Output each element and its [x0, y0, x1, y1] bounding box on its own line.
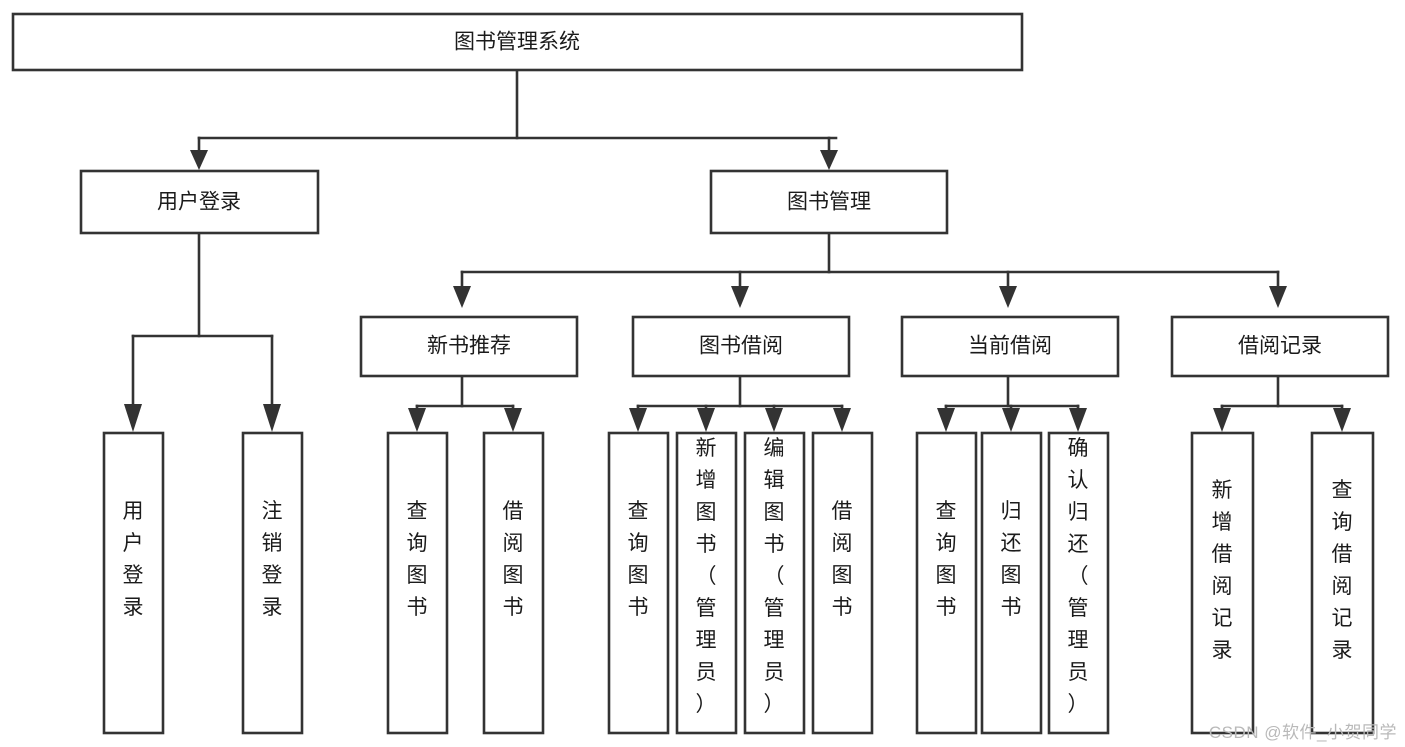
node-book-borrow-box[interactable]: [631, 315, 851, 378]
node-leaf-user-login[interactable]: 用户登录: [102, 431, 165, 735]
arrow-leaf-query-record: [1333, 408, 1351, 432]
node-leaf-borrow-book-1-label: 借阅图书: [503, 500, 524, 619]
node-leaf-query-record[interactable]: 查询借阅记录: [1310, 431, 1375, 735]
node-user-login[interactable]: 用户登录: [79, 169, 320, 235]
node-leaf-add-record-label: 新增借阅记录: [1212, 479, 1233, 662]
node-leaf-confirm-return-label: 确认归还（管理员）: [1068, 437, 1089, 716]
arrow-leaf-confirm-return: [1069, 408, 1087, 432]
node-leaf-add-book-box[interactable]: [675, 431, 738, 735]
node-leaf-borrow-book-2[interactable]: 借阅图书: [811, 431, 874, 735]
node-leaf-query-book-2-label: 查询图书: [628, 500, 649, 619]
arrow-leaf-user-login: [124, 404, 142, 432]
node-leaf-borrow-book-2-box[interactable]: [811, 431, 874, 735]
node-leaf-confirm-return[interactable]: 确认归还（管理员）: [1047, 431, 1110, 735]
node-root-label: 图书管理系统: [454, 31, 580, 54]
node-user-login-label: 用户登录: [157, 191, 241, 214]
node-book-manage-box[interactable]: [709, 169, 949, 235]
arrow-leaf-borrow-book-2: [833, 408, 851, 432]
arrow-leaf-user-logout: [263, 404, 281, 432]
arrow-leaf-add-book: [697, 408, 715, 432]
node-new-book-rec-box[interactable]: [359, 315, 579, 378]
node-leaf-add-book-label: 新增图书（管理员）: [696, 437, 717, 716]
node-new-book-rec-label: 新书推荐: [427, 335, 511, 358]
node-leaf-add-record-box[interactable]: [1190, 431, 1255, 735]
arrow-current-borrow: [999, 286, 1017, 308]
node-leaf-query-book-1-label: 查询图书: [407, 500, 428, 619]
node-book-manage[interactable]: 图书管理: [709, 169, 949, 235]
node-current-borrow[interactable]: 当前借阅: [900, 315, 1120, 378]
node-leaf-add-record[interactable]: 新增借阅记录: [1190, 431, 1255, 735]
node-leaf-query-book-3[interactable]: 查询图书: [915, 431, 978, 735]
csdn-watermark: CSDN @软件_小贺同学: [1208, 723, 1397, 742]
node-root-box[interactable]: [11, 12, 1024, 72]
node-leaf-borrow-book-2-label: 借阅图书: [832, 500, 853, 619]
node-leaf-query-record-box[interactable]: [1310, 431, 1375, 735]
node-borrow-record-box[interactable]: [1170, 315, 1390, 378]
node-leaf-query-book-2-box[interactable]: [607, 431, 670, 735]
arrow-new-book-rec: [453, 286, 471, 308]
connector-layer: [124, 68, 1351, 432]
node-leaf-query-book-1[interactable]: 查询图书: [386, 431, 449, 735]
node-leaf-user-logout[interactable]: 注销登录: [241, 431, 304, 735]
arrow-user-login: [190, 150, 208, 170]
arrow-borrow-record: [1269, 286, 1287, 308]
node-leaf-edit-book-box[interactable]: [743, 431, 806, 735]
arrow-leaf-query-book-1: [408, 408, 426, 432]
node-leaf-edit-book[interactable]: 编辑图书（管理员）: [743, 431, 806, 735]
node-leaf-edit-book-label: 编辑图书（管理员）: [764, 437, 785, 716]
node-book-borrow[interactable]: 图书借阅: [631, 315, 851, 378]
node-user-login-box[interactable]: [79, 169, 320, 235]
arrow-leaf-add-record: [1213, 408, 1231, 432]
arrow-leaf-query-book-2: [629, 408, 647, 432]
node-leaf-borrow-book-1[interactable]: 借阅图书: [482, 431, 545, 735]
arrow-book-manage: [820, 150, 838, 170]
node-leaf-user-logout-label: 注销登录: [262, 500, 283, 619]
node-leaf-return-book[interactable]: 归还图书: [980, 431, 1043, 735]
node-leaf-add-book[interactable]: 新增图书（管理员）: [675, 431, 738, 735]
node-book-borrow-label: 图书借阅: [699, 335, 783, 358]
arrow-leaf-query-book-3: [937, 408, 955, 432]
node-borrow-record[interactable]: 借阅记录: [1170, 315, 1390, 378]
node-leaf-query-book-1-box[interactable]: [386, 431, 449, 735]
arrow-book-borrow: [731, 286, 749, 308]
node-leaf-query-book-3-label: 查询图书: [936, 500, 957, 619]
arrow-leaf-edit-book: [765, 408, 783, 432]
node-book-manage-label: 图书管理: [787, 191, 871, 214]
node-leaf-user-login-label: 用户登录: [123, 500, 144, 619]
arrow-leaf-return-book: [1002, 408, 1020, 432]
node-leaf-query-book-2[interactable]: 查询图书: [607, 431, 670, 735]
node-leaf-query-book-3-box[interactable]: [915, 431, 978, 735]
node-leaf-return-book-box[interactable]: [980, 431, 1043, 735]
node-root[interactable]: 图书管理系统: [11, 12, 1024, 72]
node-leaf-query-record-label: 查询借阅记录: [1332, 479, 1353, 662]
node-leaf-confirm-return-box[interactable]: [1047, 431, 1110, 735]
arrow-leaf-borrow-book-1: [504, 408, 522, 432]
node-leaf-borrow-book-1-box[interactable]: [482, 431, 545, 735]
node-leaf-user-login-box[interactable]: [102, 431, 165, 735]
node-leaf-user-logout-box[interactable]: [241, 431, 304, 735]
node-current-borrow-label: 当前借阅: [968, 335, 1052, 358]
node-leaf-return-book-label: 归还图书: [1001, 500, 1022, 619]
node-borrow-record-label: 借阅记录: [1238, 335, 1322, 358]
node-current-borrow-box[interactable]: [900, 315, 1120, 378]
node-new-book-rec[interactable]: 新书推荐: [359, 315, 579, 378]
